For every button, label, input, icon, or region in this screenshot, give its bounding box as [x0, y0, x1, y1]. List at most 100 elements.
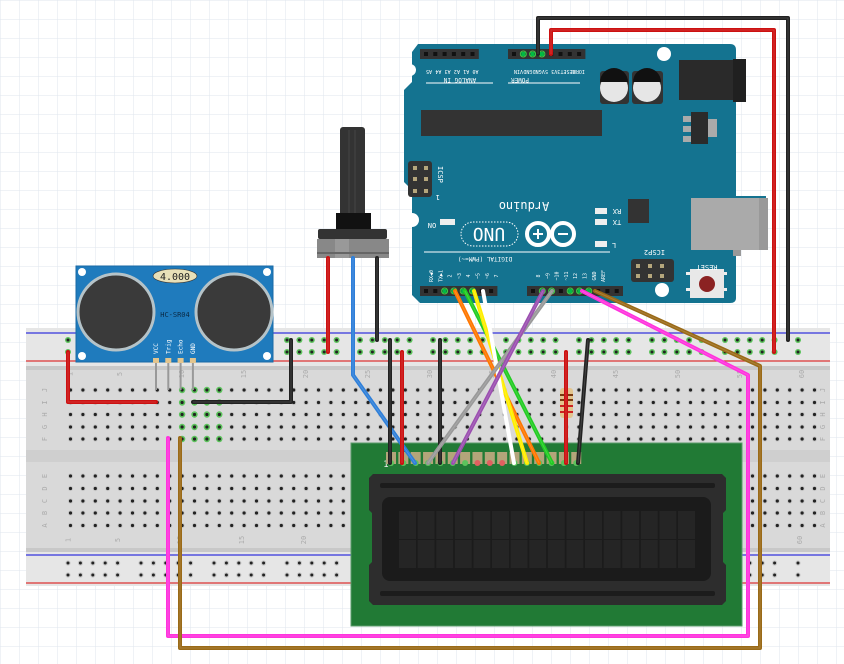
wire-pot-wiper[interactable]: [351, 256, 417, 465]
lcd-cell: [547, 511, 565, 539]
header-pin[interactable]: [531, 289, 535, 293]
lcd-cell: [603, 540, 621, 568]
wire-echo[interactable]: [178, 289, 762, 650]
sensor-pin: [165, 358, 172, 363]
led-on: [440, 219, 455, 225]
led-rx: [595, 208, 607, 214]
svg-text:4: 4: [466, 274, 472, 277]
header-pin[interactable]: [577, 52, 582, 56]
row-label: B: [819, 511, 827, 515]
header-pin[interactable]: [577, 289, 582, 293]
sensor-pin: [189, 358, 196, 363]
usb-port[interactable]: [691, 198, 768, 256]
header-pin[interactable]: [558, 289, 563, 293]
row-label: C: [41, 499, 49, 503]
svg-text:A2: A2: [454, 68, 460, 74]
tx-label: TX: [612, 218, 621, 226]
potentiometer[interactable]: [317, 127, 389, 258]
column-label: 15: [240, 370, 248, 378]
row-label: H: [41, 412, 49, 416]
row-label: C: [819, 499, 827, 503]
header-pin[interactable]: [461, 52, 466, 56]
wire-lcd-en[interactable]: [451, 289, 545, 465]
header-pin[interactable]: [442, 289, 447, 293]
header-pin[interactable]: [586, 289, 591, 293]
header-pin[interactable]: [424, 289, 428, 293]
header-pin[interactable]: [558, 52, 563, 56]
wire-sensor-vcc[interactable]: [66, 350, 158, 404]
header-pin[interactable]: [470, 52, 475, 56]
header-pin[interactable]: [489, 289, 494, 293]
column-label: 20: [300, 536, 308, 544]
lcd-pin[interactable]: [486, 460, 493, 466]
wire-trig[interactable]: [166, 289, 750, 638]
header-pin[interactable]: [568, 289, 573, 293]
icsp2-header: [631, 259, 674, 282]
header-pin[interactable]: [521, 52, 526, 56]
lcd-cell: [473, 511, 491, 539]
header-pin[interactable]: [442, 52, 447, 56]
header-pin[interactable]: [530, 52, 535, 56]
lcd-cell: [566, 511, 584, 539]
row-label: H: [819, 412, 827, 416]
lcd-cell: [454, 511, 472, 539]
power-label: POWER: [511, 76, 529, 83]
wire-lcd-rs[interactable]: [426, 289, 554, 465]
wire-gnd-top[interactable]: [536, 16, 790, 342]
sensor-pin-label: VCC: [153, 343, 160, 354]
header-pin[interactable]: [512, 52, 516, 56]
led-l: [595, 241, 607, 247]
header-pin[interactable]: [451, 52, 456, 56]
reset-button[interactable]: [686, 269, 727, 298]
header-pin[interactable]: [433, 289, 438, 293]
mount-hole-icon: [657, 47, 671, 61]
svg-text:12: 12: [573, 273, 579, 279]
header-pin[interactable]: [614, 289, 619, 293]
column-label: 1: [67, 372, 75, 376]
lcd-pin[interactable]: [499, 460, 506, 466]
wire-lcd-d6[interactable]: [463, 289, 554, 465]
wires: [66, 16, 790, 650]
header-pin[interactable]: [567, 52, 572, 56]
header-pin[interactable]: [433, 52, 438, 56]
lcd-16x2[interactable]: 1: [350, 442, 743, 627]
svg-text:AREF: AREF: [601, 270, 607, 282]
header-pin[interactable]: [539, 52, 544, 56]
lcd-pin[interactable]: [462, 460, 469, 466]
usb-chip: [628, 199, 649, 223]
lcd-character-cells: [399, 511, 695, 568]
lcd-cell: [473, 540, 491, 568]
dc-power-jack[interactable]: [679, 59, 746, 102]
header-pin[interactable]: [424, 52, 428, 56]
lcd-cell: [678, 511, 695, 539]
lcd-cell: [454, 540, 472, 568]
column-label: 60: [798, 370, 806, 378]
wire-sensor-gnd[interactable]: [191, 338, 293, 404]
wire-5v-top[interactable]: [549, 28, 776, 354]
uno-badge: [460, 221, 519, 247]
column-label: 60: [796, 536, 804, 544]
row-label: G: [41, 425, 49, 429]
lcd-pin-pad: [534, 452, 545, 464]
column-label: 50: [674, 370, 682, 378]
lcd-cell: [566, 540, 584, 568]
reset-label: RESET: [696, 263, 718, 271]
arduino-uno[interactable]: ICSP 1 ICSP2 RESET Arduino UNO ON: [404, 44, 768, 303]
header-pin[interactable]: [605, 289, 610, 293]
icsp-label: ICSP: [436, 166, 444, 183]
sensor-pin-label: GND: [190, 343, 197, 354]
lcd-cell: [417, 540, 435, 568]
lcd-pin[interactable]: [474, 460, 481, 466]
row-label: F: [819, 437, 827, 441]
column-label: 5: [116, 372, 124, 376]
row-label: I: [819, 400, 827, 404]
potentiometer-shaft[interactable]: [340, 127, 365, 217]
led-tx: [595, 219, 607, 225]
row-label: D: [819, 486, 827, 490]
svg-text:13: 13: [583, 273, 589, 279]
row-label: G: [819, 425, 827, 429]
wire-lcd-led-minus[interactable]: [576, 338, 590, 465]
